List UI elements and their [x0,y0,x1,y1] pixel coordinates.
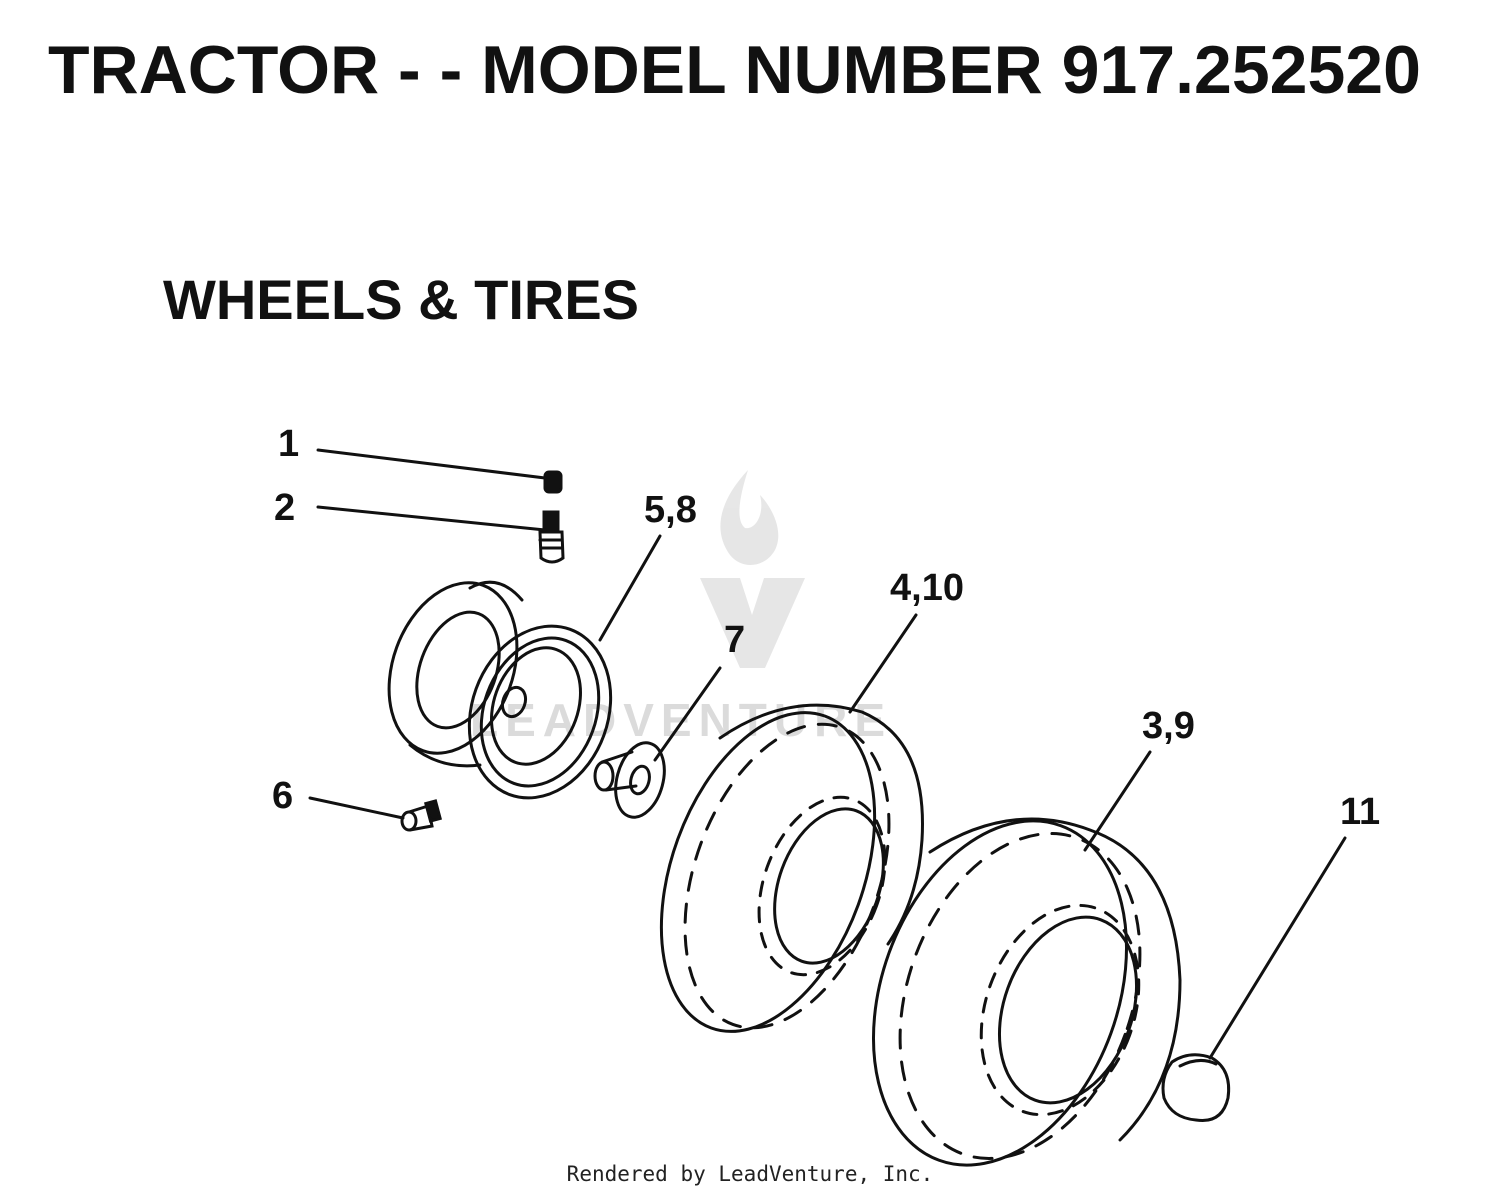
part-valve-cap [543,470,563,494]
callout-3-9: 3,9 [1142,705,1195,747]
callout-1: 1 [278,423,299,465]
callout-4-10: 4,10 [890,567,964,609]
footer-credit: Rendered by LeadVenture, Inc. [566,1162,934,1186]
watermark-logo-icon [700,578,805,668]
leader-lines [308,448,1347,1060]
part-front-tire [659,703,924,1033]
page-title: TRACTOR - - MODEL NUMBER 917.252520 [48,32,1421,108]
part-hub-cap [1161,1053,1231,1123]
callout-2: 2 [274,487,295,529]
callout-11: 11 [1340,791,1380,833]
part-valve-stem [538,510,565,564]
part-bolt [400,799,442,832]
section-title: WHEELS & TIRES [163,268,640,331]
part-wheel-rim [387,580,613,800]
callout-5-8: 5,8 [644,489,697,531]
watermark-flame-icon [720,470,779,566]
callout-labels: 1 2 5,8 4,10 7 3,9 6 11 [272,423,1380,833]
part-rear-tire [872,817,1182,1167]
watermark-text: LEADVENTURE [470,694,892,746]
part-bushing [593,741,666,819]
callout-7: 7 [724,619,745,661]
watermark: LEADVENTURE [470,470,892,746]
callout-6: 6 [272,775,293,817]
